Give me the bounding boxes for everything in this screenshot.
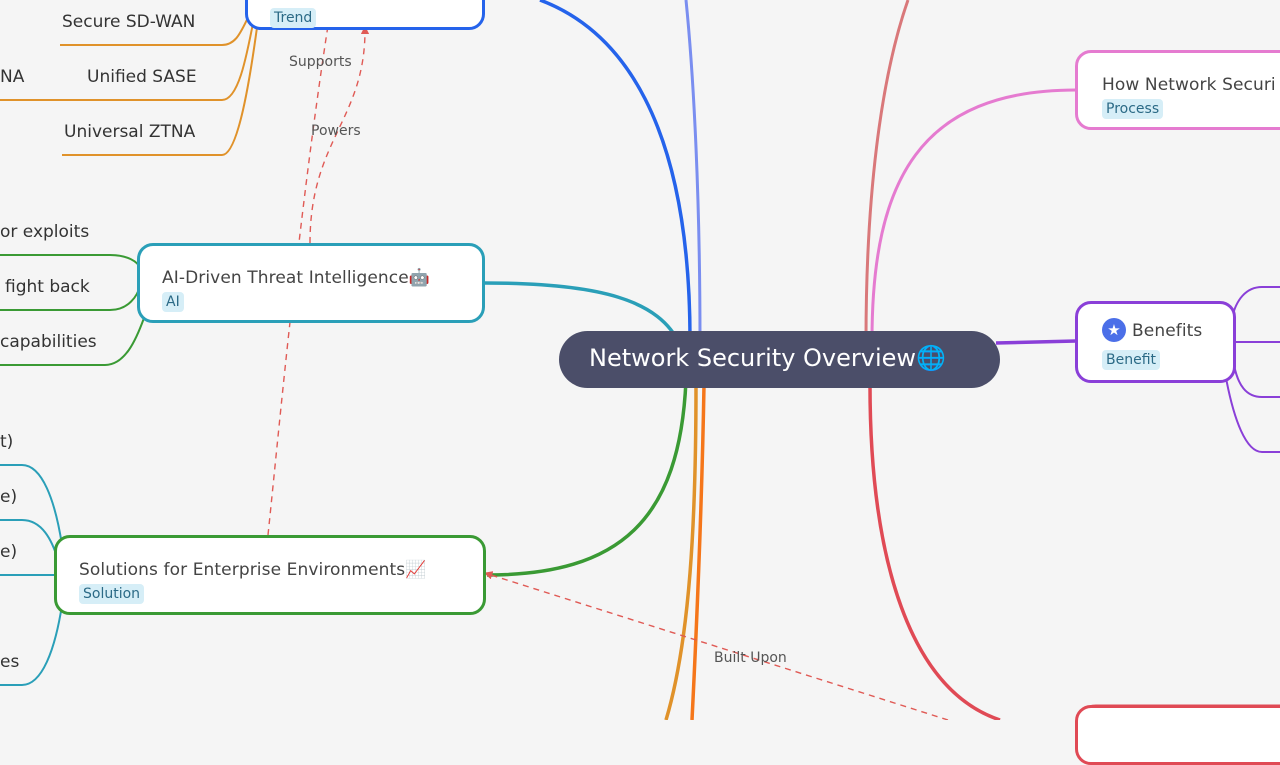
leaf-line-ben-4 [1225, 377, 1280, 453]
node-benefits-title: Benefits [1132, 321, 1203, 341]
node-ai-tag: AI [162, 292, 184, 312]
node-trend[interactable]: Trend [245, 0, 485, 30]
leaf-line-trend-2 [0, 17, 255, 101]
node-benefits[interactable]: ★ Benefits Benefit [1075, 301, 1236, 383]
leaf-universal-ztna[interactable]: Universal ZTNA [64, 122, 196, 142]
leaf-line-ben-1 [1231, 286, 1280, 319]
leaf-line-trend-3 [62, 19, 259, 156]
leaf-na[interactable]: NA [0, 67, 25, 87]
branch-red [868, 384, 1001, 720]
relation-powers [309, 25, 370, 244]
leaf-exploits[interactable]: or exploits [0, 222, 90, 242]
leaf-line-sol-1 [0, 464, 63, 546]
node-process-title: How Network Securi [1102, 75, 1276, 95]
branch-trend [539, 0, 692, 341]
node-how-network-security[interactable]: How Network Securi Process [1075, 50, 1280, 130]
relation-built-upon [483, 571, 949, 720]
node-process-tag: Process [1102, 99, 1164, 119]
leaf-line-sol-4 [0, 604, 63, 686]
root-title: Network Security Overview🌐 [589, 344, 946, 372]
node-enterprise-solutions[interactable]: Solutions for Enterprise Environments📈 S… [54, 535, 486, 615]
branch-process [870, 88, 1077, 341]
branch-ai [483, 281, 682, 346]
node-benefits-tag: Benefit [1102, 350, 1161, 370]
leaf-sol-1[interactable]: t) [0, 432, 14, 452]
leaf-sol-3[interactable]: e) [0, 542, 18, 562]
branch-orange [690, 384, 706, 720]
branch-periwinkle [684, 0, 702, 341]
leaf-fight-back[interactable]: fight back [5, 277, 90, 297]
node-trend-tag: Trend [270, 8, 317, 28]
edge-label-supports: Supports [289, 54, 352, 70]
branch-salmon [864, 0, 910, 341]
star-icon: ★ [1102, 318, 1126, 342]
branch-gold [664, 384, 698, 720]
leaf-line-ai-3 [0, 317, 145, 366]
leaf-line-ai-1 [0, 254, 141, 269]
root-node[interactable]: Network Security Overview🌐 [559, 331, 1000, 388]
node-bottom-right[interactable] [1075, 705, 1280, 765]
leaf-secure-sd-wan[interactable]: Secure SD-WAN [62, 12, 196, 32]
leaf-sol-4[interactable]: es [0, 652, 20, 672]
node-solutions-title: Solutions for Enterprise Environments📈 [79, 560, 427, 580]
node-ai-threat-intelligence[interactable]: AI-Driven Threat Intelligence🤖 AI [137, 243, 485, 323]
edge-label-powers: Powers [311, 123, 361, 139]
leaf-unified-sase[interactable]: Unified SASE [87, 67, 197, 87]
branch-solutions [486, 379, 688, 577]
leaf-sol-2[interactable]: e) [0, 487, 18, 507]
branch-benefits [995, 339, 1077, 345]
edge-label-built-upon: Built Upon [714, 650, 787, 666]
leaf-capabilities[interactable]: capabilities [0, 332, 97, 352]
leaf-line-ben-3 [1233, 364, 1280, 398]
node-ai-title: AI-Driven Threat Intelligence🤖 [162, 268, 431, 288]
node-solutions-tag: Solution [79, 584, 145, 604]
